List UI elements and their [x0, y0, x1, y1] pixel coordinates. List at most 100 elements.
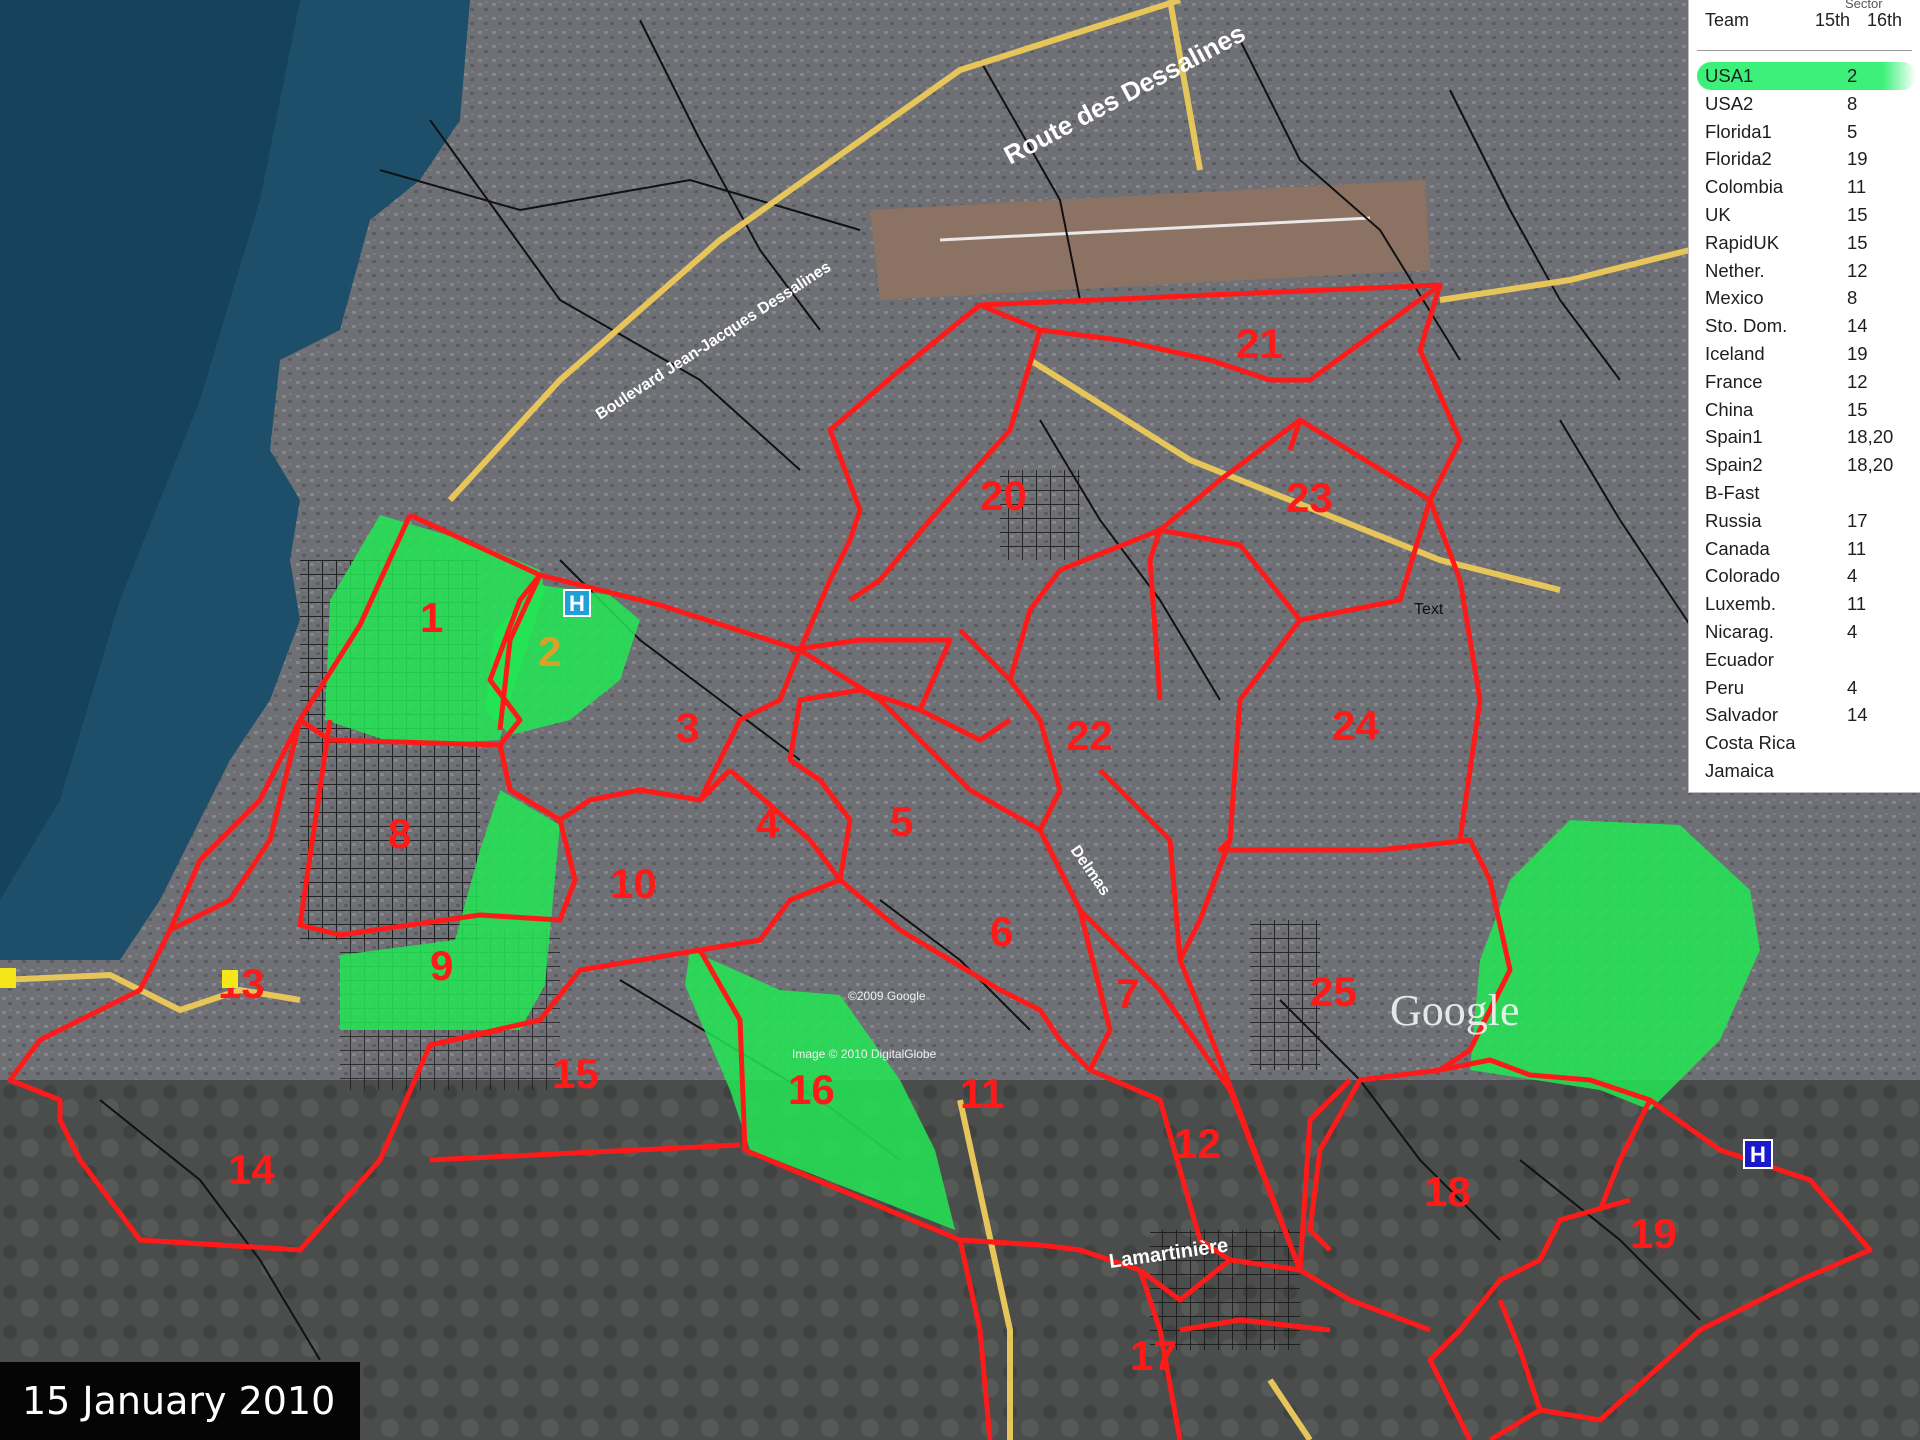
legend-row: Nether.12 — [1697, 257, 1916, 285]
legend-team-name: Salvador — [1705, 704, 1779, 726]
airport-runway — [939, 216, 1371, 242]
legend-divider — [1697, 50, 1912, 51]
sector-label-1: 1 — [420, 594, 443, 641]
legend-team-name: Nicarag. — [1705, 620, 1774, 642]
legend-sector-value: 15 — [1847, 231, 1868, 253]
legend-row: Costa Rica — [1697, 729, 1916, 757]
legend-team-name: Canada — [1705, 537, 1770, 559]
stray-text-label: Text — [1414, 601, 1444, 618]
legend-sector-value: 4 — [1847, 676, 1858, 698]
legend-team-name: UK — [1705, 203, 1731, 225]
legend-sector-value: 19 — [1847, 342, 1868, 364]
copyright-digitalglobe: Image © 2010 DigitalGlobe — [792, 1047, 937, 1061]
sector-label-9: 9 — [430, 942, 453, 989]
sector-label-18: 18 — [1424, 1168, 1471, 1215]
covered-area-east — [1470, 820, 1760, 1110]
legend-team-name: Colorado — [1705, 565, 1781, 587]
sector-label-10: 10 — [610, 860, 657, 907]
sector-label-8: 8 — [388, 810, 411, 857]
legend-team-name: Colombia — [1705, 176, 1784, 198]
main-roads — [0, 0, 1691, 1440]
sector-label-19: 19 — [1630, 1210, 1677, 1257]
sector-boundaries — [7, 282, 1873, 1440]
legend-team-name: Spain1 — [1705, 426, 1763, 448]
legend-row: Iceland 19 — [1697, 340, 1916, 368]
yellow-marker — [0, 968, 16, 988]
sector-label-21: 21 — [1236, 320, 1283, 367]
airport-area — [870, 180, 1430, 300]
legend-team-name: B-Fast — [1705, 481, 1760, 503]
legend-team-name: RapidUK — [1705, 231, 1780, 253]
east-grid — [1250, 920, 1320, 1070]
legend-team-name: Costa Rica — [1705, 732, 1796, 754]
legend-sector-value: 11 — [1847, 176, 1867, 198]
legend-sector-value: 11 — [1847, 593, 1867, 615]
legend-row: Salvador 14 — [1697, 701, 1916, 729]
legend-sector-value: 5 — [1847, 120, 1858, 142]
legend-sector-value: 14 — [1847, 315, 1868, 337]
legend-sector-value: 12 — [1847, 259, 1868, 281]
google-watermark: Google — [1390, 986, 1520, 1035]
legend-sector-value: 17 — [1847, 509, 1868, 531]
sector-label-22: 22 — [1066, 712, 1113, 759]
hospital-marker-north: H — [563, 589, 591, 617]
covered-sectors — [325, 515, 1760, 1230]
covered-sector-9 — [340, 790, 560, 1030]
legend-row: Colorado 4 — [1697, 562, 1916, 590]
legend-team-name: Iceland — [1705, 342, 1765, 364]
legend-sector-value: 8 — [1847, 92, 1858, 114]
legend-sector-value: 2 — [1847, 65, 1858, 86]
sector-label-20: 20 — [980, 472, 1027, 519]
delmas-grid — [1000, 470, 1080, 560]
sector-label-23: 23 — [1286, 474, 1333, 521]
legend-team-name: Mexico — [1705, 287, 1764, 309]
legend-sector-value: 19 — [1847, 148, 1868, 170]
legend-team-name: USA2 — [1705, 92, 1754, 114]
yellow-marker-13 — [222, 970, 238, 988]
sector-label-14: 14 — [228, 1146, 275, 1193]
legend-team-name: France — [1705, 370, 1763, 392]
legend-row: Luxemb.11 — [1697, 590, 1916, 618]
legend-team-name: Florida1 — [1705, 120, 1772, 142]
legend-sector-value: 4 — [1847, 565, 1858, 587]
legend-team-name: USA1 — [1705, 65, 1754, 86]
sector-label-3: 3 — [676, 704, 699, 751]
legend-team-name: Sto. Dom. — [1705, 315, 1788, 337]
covered-sector-2 — [485, 585, 640, 735]
sector-label-24: 24 — [1332, 702, 1379, 749]
sector-label-7: 7 — [1116, 970, 1139, 1017]
legend-row: Jamaica — [1697, 757, 1916, 785]
legend-team-name: Spain2 — [1705, 454, 1763, 476]
sector-label-6: 6 — [990, 908, 1013, 955]
legend-row: RapidUK 15 — [1697, 229, 1916, 257]
legend-sector-value: 14 — [1847, 704, 1868, 726]
legend-row: B-Fast — [1697, 479, 1916, 507]
legend-team-name: Jamaica — [1705, 759, 1774, 781]
sector-label-5: 5 — [890, 798, 913, 845]
legend-header-day-16: 16th — [1867, 10, 1903, 30]
petionville-grid — [1150, 1230, 1300, 1350]
legend-sector-value: 18,20 — [1847, 454, 1894, 476]
legend-sector-value: 15 — [1847, 398, 1868, 420]
covered-sector-16 — [685, 950, 955, 1230]
sector-label-16: 16 — [788, 1066, 835, 1113]
legend-team-name: Ecuador — [1705, 648, 1774, 670]
legend-sector-value: 12 — [1847, 370, 1868, 392]
legend-sector-value: 11 — [1847, 537, 1867, 559]
copyright-google: ©2009 Google — [848, 989, 926, 1003]
legend-row: Canada 11 — [1697, 535, 1916, 563]
legend-sector-value: 15 — [1847, 203, 1868, 225]
sector-labels: 1 2 3 4 5 6 7 8 9 10 11 12 13 14 15 16 1… — [218, 320, 1677, 1379]
legend-row: Florida1 5 — [1697, 118, 1916, 146]
svg-text:H: H — [1750, 1142, 1766, 1167]
legend-sector-value: 4 — [1847, 620, 1858, 642]
legend-row: Colombia 11 — [1697, 173, 1916, 201]
legend-header: Sector Team 15th 16th — [1697, 0, 1916, 42]
